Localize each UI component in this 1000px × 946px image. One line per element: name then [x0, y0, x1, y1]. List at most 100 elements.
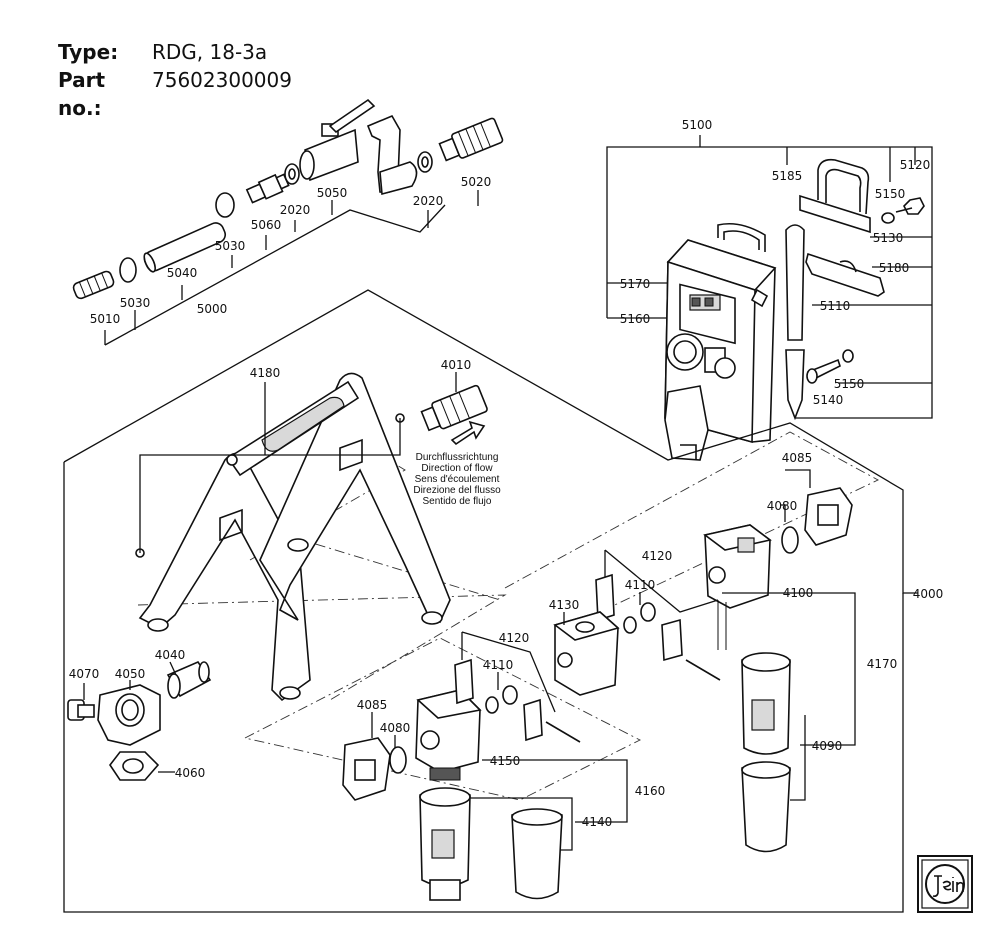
seal-2020b: [417, 151, 433, 173]
nipples-4110a: [623, 602, 656, 634]
label-4120b: 4120: [499, 631, 530, 645]
assembly-axis-c: [504, 431, 879, 613]
coupling-4010: [420, 384, 488, 432]
label-4110b: 4110: [483, 658, 514, 672]
ball-valve-5050: [299, 98, 376, 182]
group-5000-bracket: [104, 204, 446, 346]
group-4000-boundary-lower: [63, 462, 904, 913]
leader-4085a-4080a: [780, 469, 811, 522]
label-2020b: 2020: [413, 194, 444, 208]
group-4170-bracket: [722, 592, 856, 801]
regulator-4100: [703, 524, 772, 650]
flow-direction-arrow-icon: [450, 420, 486, 446]
nipple-4040: [166, 661, 212, 699]
label-5120: 5120: [900, 158, 931, 172]
assembly-axis-b: [244, 637, 641, 801]
label-5150b: 5150: [834, 377, 865, 391]
type-row: Type: RDG, 18-3a: [58, 38, 292, 66]
tee-fitting-4050: [97, 684, 161, 746]
mounting-bracket-4120a: [595, 573, 721, 681]
hose-assembly-group: [72, 98, 504, 346]
label-4130: 4130: [549, 598, 580, 612]
flange-4085b: [342, 737, 391, 801]
seal-2020a-hole: [288, 168, 296, 180]
label-5030b: 5030: [120, 296, 151, 310]
ground-rod-5110: [785, 224, 805, 421]
label-4140: 4140: [582, 815, 613, 829]
label-4120a: 4120: [642, 549, 673, 563]
label-4060: 4060: [175, 766, 206, 780]
label-5160: 5160: [620, 312, 651, 326]
label-5050: 5050: [317, 186, 348, 200]
electrical-box-group: [606, 135, 933, 461]
nipples-4110b: [485, 685, 518, 714]
part-number-value: 75602300009: [152, 68, 292, 92]
label-4170: 4170: [867, 657, 898, 671]
label-5010: 5010: [90, 312, 121, 326]
label-4090: 4090: [812, 739, 843, 753]
wing-nut-4060: [109, 751, 160, 781]
flow-text-it: Direzione del flusso: [413, 485, 501, 496]
bracket-5180: [805, 252, 885, 297]
flow-direction-note: Durchflussrichtung Direction of flow Sen…: [413, 452, 501, 507]
handle-bracket-5185: [799, 158, 871, 234]
filter-block-4130: [553, 611, 620, 696]
hose-5040: [143, 222, 227, 273]
label-4085b: 4085: [357, 698, 388, 712]
label-4080a: 4080: [767, 499, 798, 513]
hose-nipple-5060: [245, 173, 290, 204]
frame-and-filter-group: Durchflussrichtung Direction of flow Sen…: [63, 289, 918, 913]
nut-5120: [903, 197, 925, 215]
group-4160-bracket: [470, 759, 628, 851]
flow-text-es: Sentido de flujo: [423, 496, 492, 507]
label-4160: 4160: [635, 784, 666, 798]
type-value: RDG, 18-3a: [152, 40, 268, 64]
label-2020a: 2020: [280, 203, 311, 217]
hose-clamp-5030a: [215, 192, 235, 218]
washer-5150a: [881, 212, 895, 224]
flow-text-fr: Sens d'écoulement: [415, 474, 500, 485]
plug-4070: [67, 699, 95, 721]
quick-coupling-5020: [438, 117, 504, 162]
part-number-label: Part no.:: [58, 68, 106, 120]
leader-4040: [169, 661, 177, 676]
flow-text-de: Durchflussrichtung: [416, 452, 499, 463]
label-4085a: 4085: [782, 451, 813, 465]
label-4110a: 4110: [625, 578, 656, 592]
label-5185: 5185: [772, 169, 803, 183]
leader-4180: [139, 418, 401, 553]
leader-4085b-4080b: [371, 712, 396, 748]
type-label: Type:: [58, 40, 119, 64]
group-5100-bracket: [606, 146, 933, 419]
part-number-row: Part no.: 75602300009: [58, 66, 292, 122]
label-5170: 5170: [620, 277, 651, 291]
control-box-5170: [664, 222, 777, 461]
group-4120b-bracket: [461, 631, 556, 713]
label-4180: 4180: [250, 366, 281, 380]
hose-clamp-5030b: [119, 257, 137, 283]
seal-2020b-hole: [421, 156, 429, 168]
hose-coupling-5010: [72, 270, 115, 300]
part-number-labels: 5100 5120 5185 5150 5130 5180 5170 5110 …: [69, 118, 944, 829]
label-4080b: 4080: [380, 721, 411, 735]
flange-4085a: [804, 487, 853, 546]
label-5150a: 5150: [875, 187, 906, 201]
flow-text-en: Direction of flow: [421, 463, 493, 474]
label-5040: 5040: [167, 266, 198, 280]
label-5000: 5000: [197, 302, 228, 316]
screw-5130: [895, 207, 913, 213]
label-5130: 5130: [873, 231, 904, 245]
label-5060: 5060: [251, 218, 282, 232]
frame-stand-4180: [135, 372, 451, 702]
elbow-fitting: [366, 114, 418, 196]
label-4070: 4070: [69, 667, 100, 681]
label-4150: 4150: [490, 754, 521, 768]
o-ring-4080b: [389, 746, 407, 774]
mounting-bracket-4120b: [454, 658, 581, 743]
label-5110: 5110: [820, 299, 851, 313]
label-4000: 4000: [913, 587, 944, 601]
label-5100: 5100: [682, 118, 713, 132]
label-4040: 4040: [155, 648, 186, 662]
seal-2020a: [284, 163, 300, 185]
